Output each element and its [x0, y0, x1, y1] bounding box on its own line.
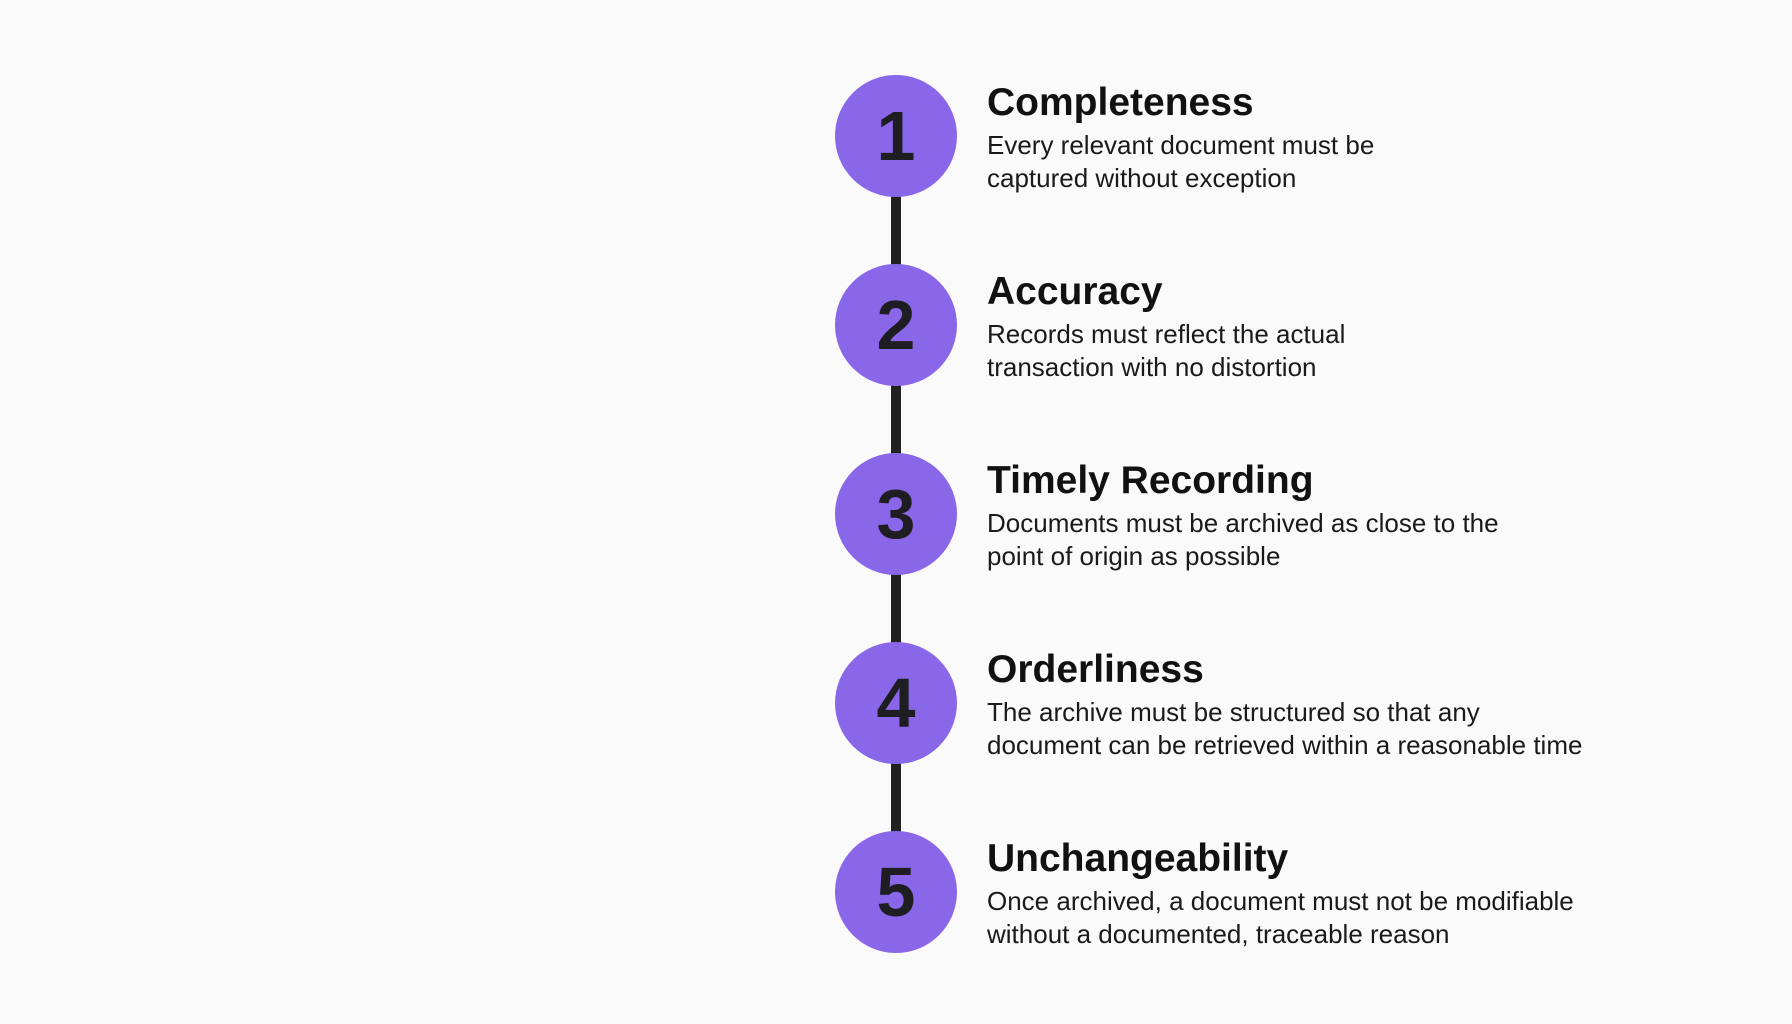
step-description: Documents must be archived as close to t… — [987, 507, 1727, 573]
step-title: Accuracy — [987, 270, 1163, 313]
timeline-step-accuracy: 2 Accuracy Records must reflect the actu… — [835, 264, 1735, 386]
step-description-line: Records must reflect the actual — [987, 319, 1346, 349]
step-number-badge: 4 — [835, 642, 957, 764]
timeline-step-unchangeability: 5 Unchangeability Once archived, a docum… — [835, 831, 1735, 953]
timeline-connector — [891, 385, 901, 455]
timeline-step-completeness: 1 Completeness Every relevant document m… — [835, 75, 1735, 197]
step-content: Completeness Every relevant document mus… — [987, 79, 1727, 195]
timeline-connector — [891, 763, 901, 833]
step-description-line: document can be retrieved within a reaso… — [987, 730, 1583, 760]
step-description-line: transaction with no distortion — [987, 352, 1317, 382]
step-description: Records must reflect the actual transact… — [987, 318, 1727, 384]
step-number-badge: 1 — [835, 75, 957, 197]
timeline-step-orderliness: 4 Orderliness The archive must be struct… — [835, 642, 1735, 764]
step-description-line: The archive must be structured so that a… — [987, 697, 1480, 727]
step-number-badge: 2 — [835, 264, 957, 386]
step-number-badge: 3 — [835, 453, 957, 575]
timeline-step-timely-recording: 3 Timely Recording Documents must be arc… — [835, 453, 1735, 575]
step-content: Timely Recording Documents must be archi… — [987, 457, 1727, 573]
step-description-line: Once archived, a document must not be mo… — [987, 886, 1574, 916]
timeline-connector — [891, 574, 901, 644]
step-title: Completeness — [987, 81, 1254, 124]
timeline-connector — [891, 196, 901, 266]
step-content: Unchangeability Once archived, a documen… — [987, 835, 1727, 951]
step-content: Orderliness The archive must be structur… — [987, 646, 1727, 762]
step-content: Accuracy Records must reflect the actual… — [987, 268, 1727, 384]
step-title: Unchangeability — [987, 837, 1289, 880]
step-title: Timely Recording — [987, 459, 1314, 502]
step-description-line: point of origin as possible — [987, 541, 1281, 571]
step-title: Orderliness — [987, 648, 1204, 691]
step-description-line: Documents must be archived as close to t… — [987, 508, 1499, 538]
step-number-badge: 5 — [835, 831, 957, 953]
step-description: The archive must be structured so that a… — [987, 696, 1727, 762]
step-description: Every relevant document must be captured… — [987, 129, 1727, 195]
step-description-line: Every relevant document must be — [987, 130, 1375, 160]
step-description-line: captured without exception — [987, 163, 1297, 193]
step-description-line: without a documented, traceable reason — [987, 919, 1450, 949]
step-description: Once archived, a document must not be mo… — [987, 885, 1727, 951]
